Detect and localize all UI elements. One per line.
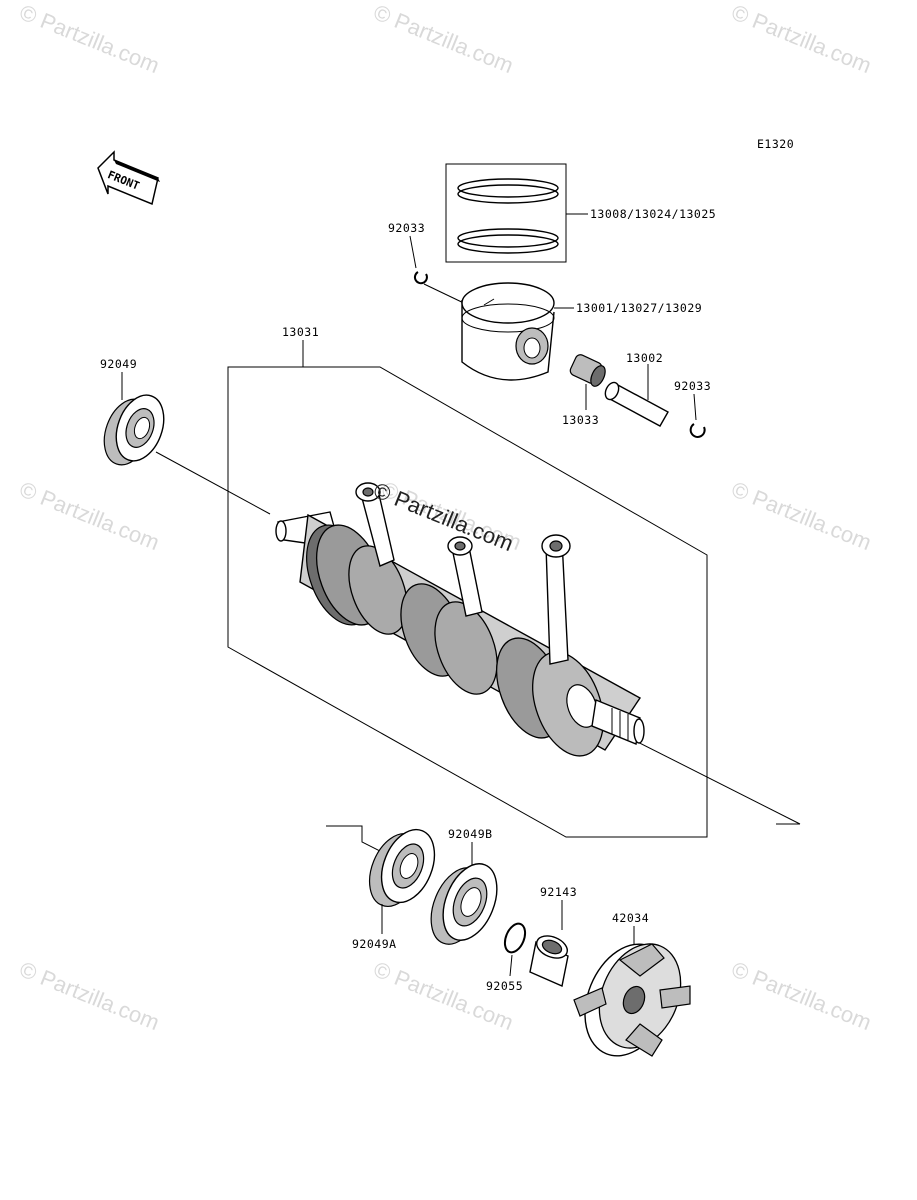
coupling[interactable] (569, 931, 695, 1069)
label-piston-pin: 13002 (626, 351, 663, 365)
label-oil-seal: 92049 (100, 357, 137, 371)
label-circlip-left: 92033 (388, 221, 425, 235)
watermark-top-center: © Partzilla.com (370, 0, 517, 78)
collar[interactable] (529, 932, 571, 987)
needle-bearing[interactable] (569, 353, 608, 410)
watermark-bottom-left: © Partzilla.com (16, 956, 163, 1035)
front-arrow-icon: FRONT (97, 150, 160, 206)
label-collar: 92143 (540, 885, 577, 899)
watermark-bottom-right: © Partzilla.com (728, 956, 875, 1035)
piston-pin[interactable] (603, 364, 669, 427)
label-coupling: 42034 (612, 911, 649, 925)
watermark-top-right: © Partzilla.com (728, 0, 875, 78)
watermark-mid-right: © Partzilla.com (728, 476, 875, 555)
crankshaft[interactable] (275, 482, 645, 766)
circlip-right-icon[interactable] (689, 423, 706, 438)
label-bearing-a: 92049A (352, 937, 397, 951)
diagram-code: E1320 (757, 137, 794, 151)
circlip-left-icon[interactable] (413, 271, 428, 285)
o-ring[interactable] (501, 921, 529, 956)
crankshaft-bracket (227, 366, 708, 838)
label-piston: 13001/13027/13029 (576, 301, 702, 315)
label-crankshaft: 13031 (282, 325, 319, 339)
label-circlip-right: 92033 (674, 379, 711, 393)
watermark-mid-left: © Partzilla.com (16, 476, 163, 555)
oil-seal-left[interactable] (96, 389, 173, 472)
center-watermark: © Partzilla.com (370, 477, 517, 556)
piston[interactable] (461, 282, 574, 381)
label-bearing-b: 92049B (448, 827, 493, 841)
bearing-b[interactable] (421, 856, 507, 952)
label-o-ring: 92055 (486, 979, 523, 993)
bearing-a[interactable] (360, 822, 445, 914)
watermark-top-left: © Partzilla.com (16, 0, 163, 78)
piston-rings[interactable] (445, 163, 588, 263)
label-piston-rings: 13008/13024/13025 (590, 207, 716, 221)
label-needle-bearing: 13033 (562, 413, 599, 427)
watermark-bottom-center: © Partzilla.com (370, 956, 517, 1035)
